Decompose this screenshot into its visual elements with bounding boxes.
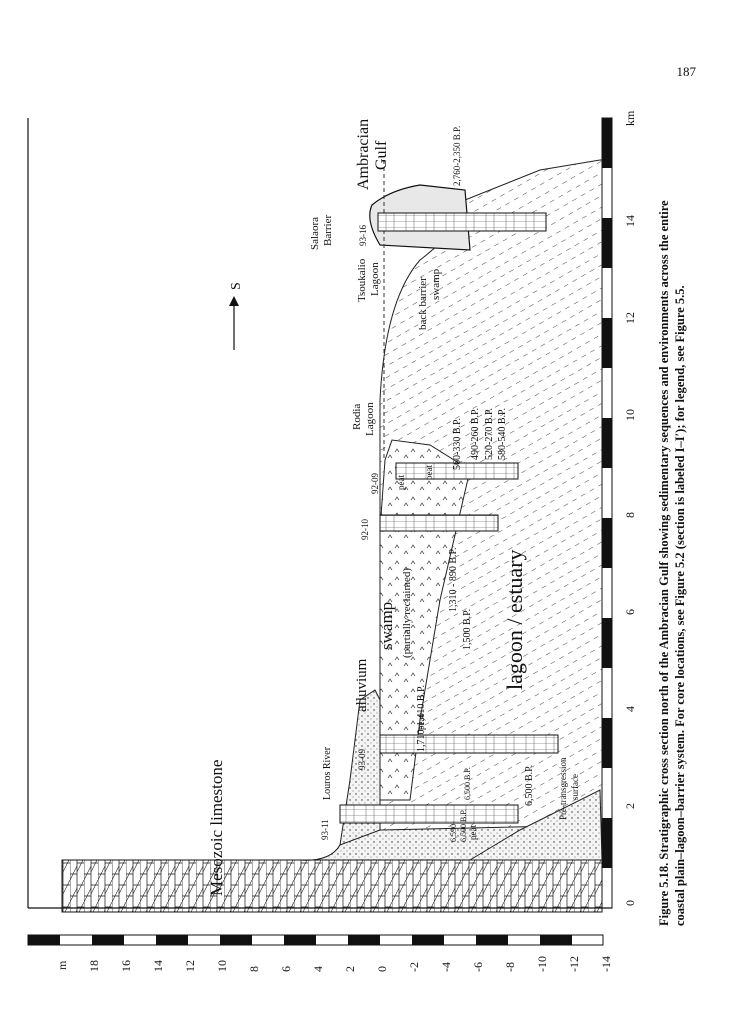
- y-tick-14: -10: [535, 956, 549, 972]
- core-label-3: 92-09: [370, 473, 380, 494]
- salaora-label-2: Barrier: [322, 215, 334, 246]
- core-label-0: 93-11: [320, 819, 330, 840]
- caption-line-2: coastal plain–lagoon–barrier system. For…: [673, 285, 687, 926]
- y-tick-5: 8: [247, 966, 261, 972]
- louros-label: Louros River: [322, 746, 333, 800]
- core-93-09: [379, 734, 559, 754]
- x-tick-6: 12: [623, 312, 637, 324]
- x-tick-7: 14: [623, 215, 637, 227]
- date-label-6: 580-540 B.P.: [497, 408, 508, 460]
- back-barrier-label-2: swamp: [430, 268, 442, 300]
- x-tick-4: 8: [623, 512, 637, 518]
- rodia-label-1: Rodia: [351, 404, 363, 430]
- date-label-2: 1,310 - 890 B.P.: [448, 548, 459, 612]
- core-label-2: 92-10: [360, 519, 370, 540]
- pre-label-2: surface: [570, 774, 580, 800]
- y-tick-13: -8: [503, 962, 517, 972]
- date-label-5: 520-270 B.P.: [484, 408, 495, 460]
- peat-label-3: peat: [396, 475, 406, 490]
- date-label-4: 490-260 B.P.: [470, 408, 481, 460]
- x-tick-0: 0: [623, 900, 637, 906]
- core-93-11: [339, 804, 519, 824]
- y-tick-3: 12: [183, 960, 197, 972]
- caption-line-1: Figure 5.18. Stratigraphic cross section…: [657, 200, 671, 926]
- y-tick-11: -4: [439, 962, 453, 972]
- core-label-4: 93-16: [358, 225, 368, 246]
- x-unit-label: km: [623, 110, 637, 126]
- date-label-7: 2,760-2,350 B.P.: [452, 126, 462, 186]
- y-tick-2: 14: [151, 960, 165, 972]
- y-tick-16: -14: [599, 956, 613, 972]
- core-label-1: 93-09: [357, 749, 367, 770]
- core-92-10: [379, 514, 499, 532]
- alluvium-label: alluvium: [354, 658, 370, 712]
- y-tick-7: 4: [311, 966, 325, 972]
- mesozoic-limestone-unit: [61, 859, 603, 913]
- date-label-11: 6,500 B.P.: [459, 809, 468, 842]
- y-tick-6: 6: [279, 966, 293, 972]
- tsoukalio-label-1: Tsoukalio: [356, 258, 368, 302]
- swamp-sub-label: (partially reclaimed): [401, 568, 413, 658]
- date-label-3: 560-330 B.P.: [452, 418, 463, 470]
- peat-label-2: peat: [416, 715, 426, 730]
- x-tick-2: 4: [623, 706, 637, 712]
- back-barrier-label-1: back barrier: [417, 277, 429, 330]
- pre-transgression-unit: [468, 789, 603, 861]
- y-tick-0: 18: [87, 960, 101, 972]
- date-label-1: 1,500 B.P.: [462, 609, 473, 650]
- y-tick-15: -12: [567, 956, 581, 972]
- direction-letter: S: [229, 282, 244, 290]
- direction-arrow: [229, 296, 239, 350]
- peat-label-4: peat: [424, 465, 434, 480]
- x-tick-3: 6: [623, 609, 637, 615]
- core-92-09: [395, 462, 519, 480]
- rodia-label-2: Lagoon: [364, 402, 376, 436]
- depth-axis: [27, 934, 604, 946]
- x-tick-1: 2: [623, 803, 637, 809]
- lagoon-label: lagoon / estuary: [502, 549, 527, 690]
- y-tick-9: 0: [375, 966, 389, 972]
- date-label-9: 6,500 B.P.: [463, 767, 472, 800]
- page-number: 187: [676, 64, 697, 79]
- y-unit-label: m: [55, 960, 69, 970]
- swamp-label: swamp: [377, 602, 396, 650]
- y-tick-12: -6: [471, 962, 485, 972]
- x-tick-5: 10: [623, 409, 637, 421]
- y-tick-4: 10: [215, 960, 229, 972]
- pre-label-1: Pre-transgression: [558, 757, 568, 820]
- y-tick-10: -2: [407, 962, 421, 972]
- tsoukalio-label-2: Lagoon: [369, 262, 381, 296]
- ambracian-label-1: Ambracian: [355, 119, 372, 190]
- y-tick-8: 2: [343, 966, 357, 972]
- date-label-0: 1,710-1,410 B.P.: [416, 685, 427, 752]
- distance-axis: [601, 117, 613, 909]
- y-tick-1: 16: [119, 960, 133, 972]
- date-label-8: 6,500 B.P.: [524, 765, 535, 806]
- date-label-10: 6,590-: [449, 821, 458, 842]
- ambracian-label-2: Gulf: [373, 140, 390, 170]
- salaora-label-1: Salaora: [309, 217, 321, 250]
- core-93-16: [377, 212, 547, 232]
- mesozoic-label: Mesozoic limestone: [207, 760, 226, 896]
- peat-label-1: peat: [468, 825, 478, 840]
